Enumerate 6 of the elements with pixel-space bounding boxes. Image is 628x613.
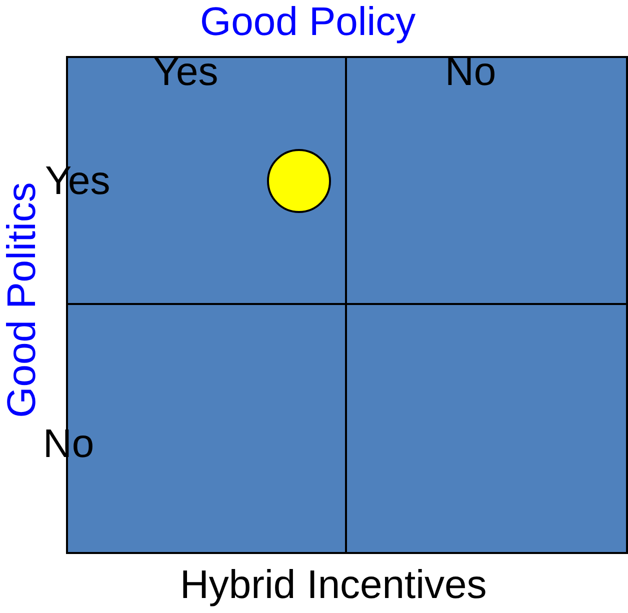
column-header: No [445, 50, 496, 94]
axis-title: Good Politics [0, 182, 44, 418]
column-header: Yes [153, 50, 218, 94]
axis-title: Good Policy [200, 0, 416, 44]
marker-dot [266, 148, 332, 214]
axis-title: Hybrid Incentives [180, 563, 487, 607]
